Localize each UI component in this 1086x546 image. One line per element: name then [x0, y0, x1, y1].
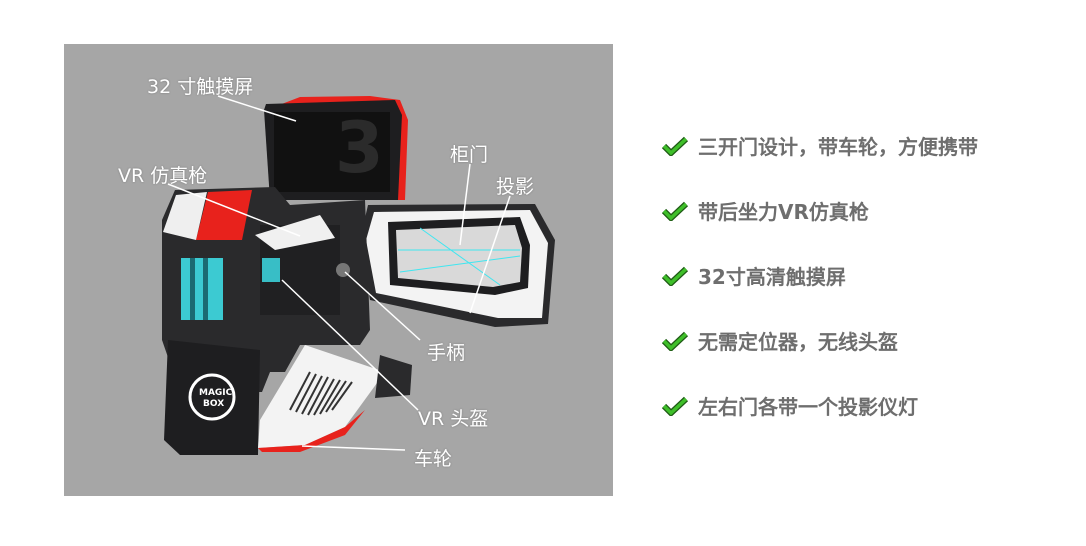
machine-body: MAGIC BOX — [162, 187, 412, 455]
label-cabinet-door: 柜门 — [450, 144, 489, 166]
feature-item: 左右门各带一个投影仪灯 — [662, 391, 918, 420]
touchscreen: 3 — [264, 96, 408, 200]
check-icon — [662, 331, 688, 351]
leader-lines — [167, 95, 511, 451]
check-icon — [662, 201, 688, 221]
svg-text:3: 3 — [335, 107, 384, 189]
check-icon — [662, 266, 688, 286]
feature-text: 32寸高清触摸屏 — [698, 265, 846, 289]
feature-text: 左右门各带一个投影仪灯 — [698, 395, 918, 419]
svg-text:MAGIC: MAGIC — [199, 388, 233, 398]
label-wheel: 车轮 — [414, 448, 453, 470]
cabinet-door — [360, 204, 555, 327]
check-icon — [662, 396, 688, 416]
label-vr-gun: VR 仿真枪 — [118, 165, 208, 187]
label-projection: 投影 — [496, 176, 535, 198]
label-handle: 手柄 — [427, 342, 466, 364]
feature-item: 无需定位器，无线头盔 — [662, 326, 898, 355]
feature-item: 带后坐力VR仿真枪 — [662, 196, 869, 225]
label-vr-headset: VR 头盔 — [418, 408, 489, 430]
feature-item: 三开门设计，带车轮，方便携带 — [662, 131, 978, 160]
feature-text: 带后坐力VR仿真枪 — [698, 200, 869, 224]
feature-text: 三开门设计，带车轮，方便携带 — [698, 135, 978, 159]
check-icon — [662, 136, 688, 156]
svg-text:BOX: BOX — [203, 399, 224, 409]
label-touchscreen: 32 寸触摸屏 — [147, 76, 254, 98]
feature-text: 无需定位器，无线头盔 — [698, 330, 898, 354]
feature-item: 32寸高清触摸屏 — [662, 261, 846, 290]
